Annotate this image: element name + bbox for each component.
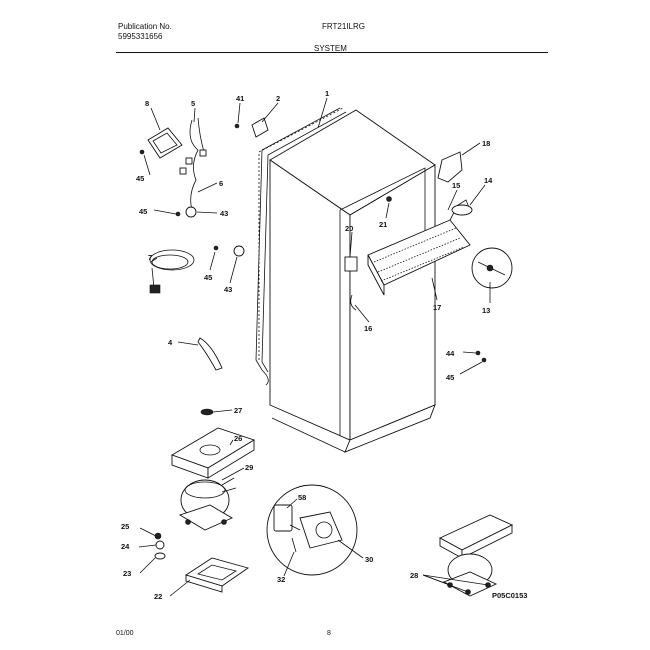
screw-45-a <box>139 149 145 155</box>
screw-21 <box>386 196 392 202</box>
screw-45-c <box>213 245 219 251</box>
evaporator-bracket <box>437 151 463 183</box>
diagram-id: P05C0153 <box>492 591 527 600</box>
section-title: SYSTEM <box>314 44 347 53</box>
grommet-27 <box>200 408 214 416</box>
power-cord <box>149 249 195 294</box>
wiring-harness <box>179 117 207 211</box>
grommet-23 <box>154 552 166 560</box>
callout-2: 2 <box>276 94 280 103</box>
callout-7: 7 <box>148 253 152 262</box>
callout-32: 32 <box>277 575 285 584</box>
callout-16: 16 <box>364 324 372 333</box>
callout-45-d: 45 <box>446 373 454 382</box>
callout-43-a: 43 <box>220 209 228 218</box>
footer-page-number: 8 <box>327 630 331 637</box>
model-number: FRT21ILRG <box>322 22 365 31</box>
callout-27: 27 <box>234 406 242 415</box>
callout-13: 13 <box>482 306 490 315</box>
refrigerator-cabinet <box>269 109 436 453</box>
condenser-coil <box>255 107 347 386</box>
callout-28: 28 <box>410 571 418 580</box>
grommet-43-a <box>185 206 197 218</box>
callout-17: 17 <box>433 303 441 312</box>
screw-45-b <box>175 211 181 217</box>
callout-20: 20 <box>345 224 353 233</box>
drain-pan <box>170 427 256 479</box>
callout-45-b: 45 <box>139 207 147 216</box>
screw-41 <box>234 123 240 129</box>
relay-detail-circle <box>266 484 358 576</box>
callout-25: 25 <box>121 522 129 531</box>
callout-44: 44 <box>446 349 455 358</box>
callout-26: 26 <box>234 434 242 443</box>
callout-45-a: 45 <box>136 174 144 183</box>
drain-tube <box>350 294 357 311</box>
publication-label: Publication No. <box>118 22 172 31</box>
control-cover <box>147 127 183 159</box>
callout-18: 18 <box>482 139 490 148</box>
callout-45-c: 45 <box>204 273 212 282</box>
publication-number: 5995331656 <box>118 32 163 41</box>
leader-lines <box>138 97 491 597</box>
callout-15: 15 <box>452 181 460 190</box>
footer-date: 01/00 <box>116 630 134 637</box>
callout-5: 5 <box>191 99 195 108</box>
callout-41: 41 <box>236 94 244 103</box>
callout-43-b: 43 <box>224 285 232 294</box>
defrost-heater-clip <box>344 256 358 272</box>
compressor <box>178 477 237 531</box>
callout-24: 24 <box>121 542 130 551</box>
callout-29: 29 <box>245 463 253 472</box>
callout-23: 23 <box>123 569 131 578</box>
callout-6: 6 <box>219 179 223 188</box>
callout-58: 58 <box>298 493 306 502</box>
screw-44 <box>475 350 481 356</box>
screw-45-d <box>481 357 487 363</box>
relay-bracket <box>251 117 269 138</box>
callout-21: 21 <box>379 220 387 229</box>
drain-trough <box>197 337 223 371</box>
callout-14: 14 <box>484 176 493 185</box>
callout-1: 1 <box>325 89 329 98</box>
clip-25 <box>154 532 162 540</box>
compressor-assembly <box>438 514 514 597</box>
callout-4: 4 <box>168 338 173 347</box>
callout-22: 22 <box>154 592 162 601</box>
grommet-43-b <box>233 245 245 257</box>
callout-8: 8 <box>145 99 149 108</box>
evaporator <box>367 199 473 296</box>
callout-30: 30 <box>365 555 373 564</box>
compressor-base-plate <box>184 557 250 593</box>
washer-24 <box>155 540 165 550</box>
header-rule <box>116 52 548 53</box>
callout-labels: 8 5 41 2 1 45 6 45 43 7 45 43 4 18 15 14… <box>121 89 527 601</box>
